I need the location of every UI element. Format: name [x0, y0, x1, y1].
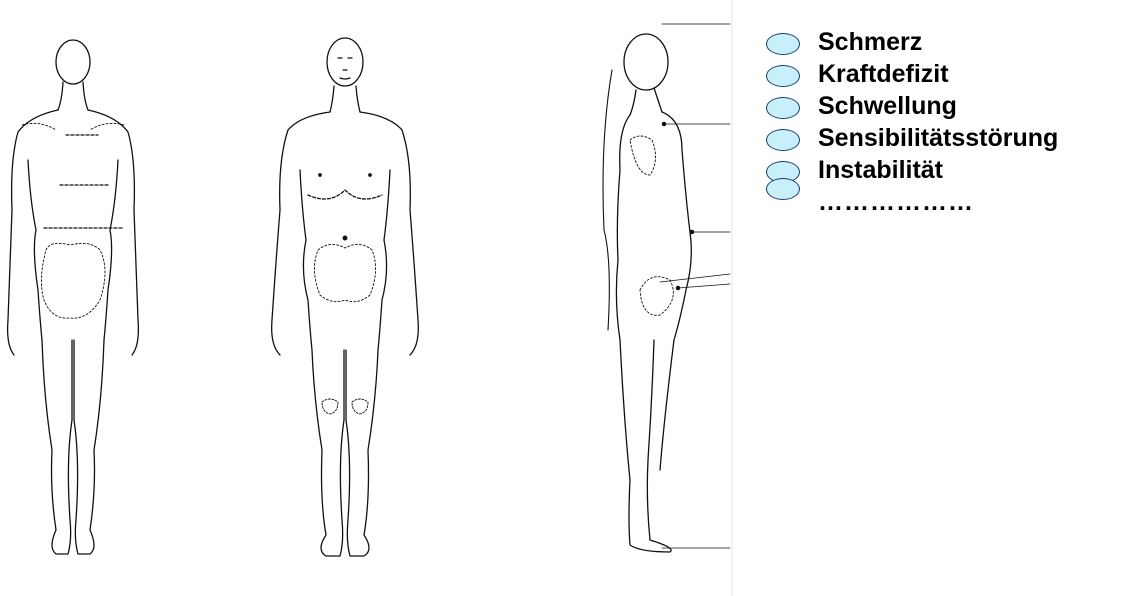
legend-marker-icon: [766, 33, 800, 55]
legend-label: Schwellung: [818, 90, 957, 122]
divider: [731, 0, 733, 596]
body-front-view: [260, 0, 450, 596]
legend-label: Sensibilitätsstörung: [818, 122, 1058, 154]
legend-marker-icon: [766, 178, 800, 200]
legend-marker-icon: [766, 65, 800, 87]
legend-marker-icon: [766, 129, 800, 151]
body-side-view: [590, 0, 732, 596]
legend-label: Instabilität: [818, 154, 943, 186]
legend-marker-icon: [766, 97, 800, 119]
legend-label: Kraftdefizit: [818, 58, 949, 90]
legend-continuation: ………………: [818, 186, 974, 218]
legend-label: Schmerz: [818, 26, 922, 58]
body-back-view: [0, 0, 170, 596]
